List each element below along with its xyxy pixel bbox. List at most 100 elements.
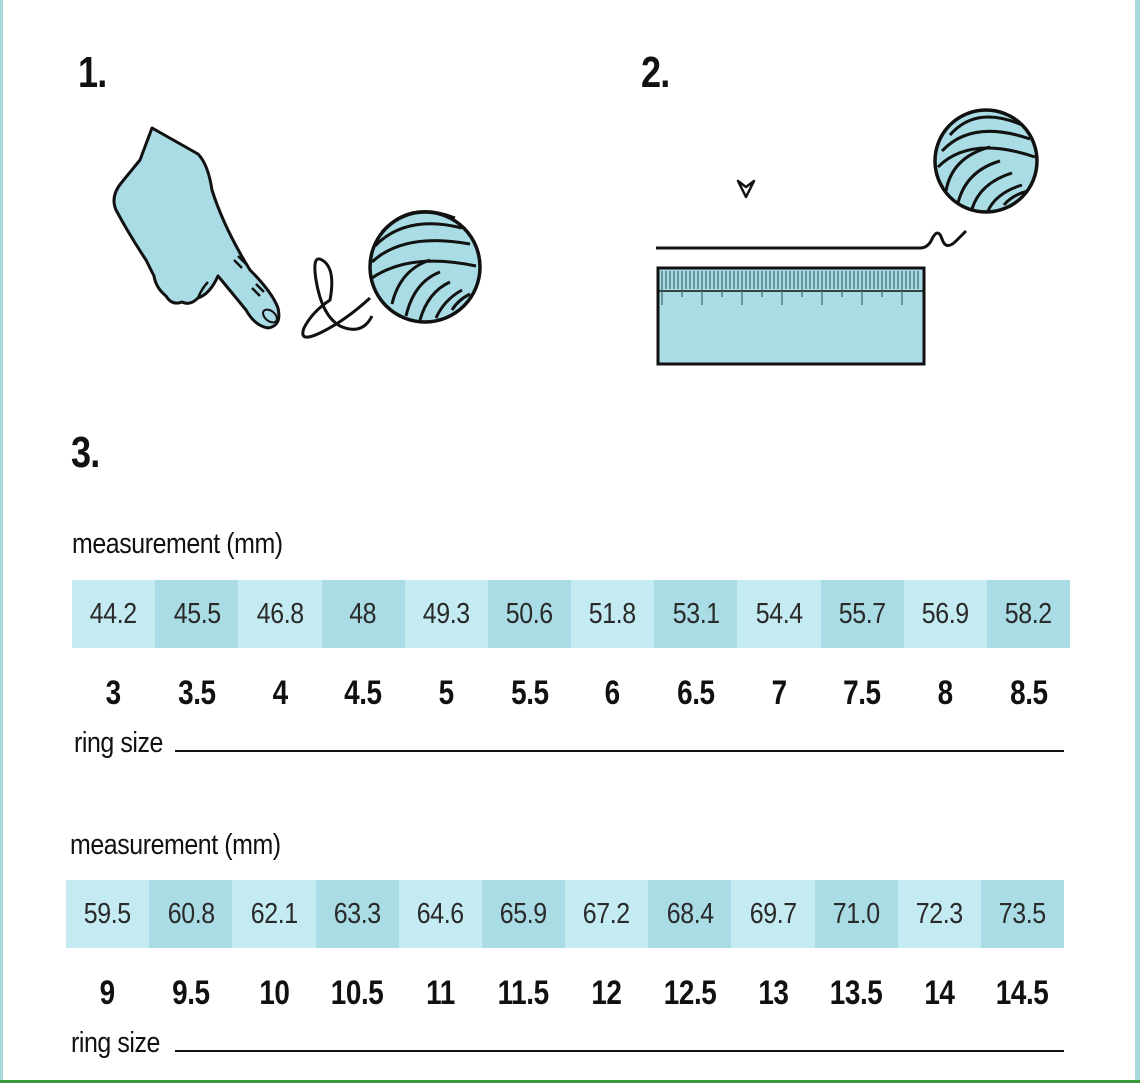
ring-size-cell: 9 — [66, 968, 149, 1018]
measurement-value: 48 — [349, 597, 377, 630]
measurement-cell: 46.8 — [238, 580, 322, 648]
measurement-cell: 58.2 — [986, 580, 1071, 648]
measurement-cell: 60.8 — [149, 880, 233, 948]
measurement-value: 71.0 — [832, 897, 880, 930]
ring-size-cell: 4 — [238, 668, 321, 718]
measurement-value: 63.3 — [333, 897, 381, 930]
ring-size-value: 8 — [937, 673, 954, 712]
ring-size-value: 3 — [106, 673, 122, 712]
measurement-value: 59.5 — [84, 897, 132, 930]
step-3-number: 3. — [71, 428, 100, 477]
ring-size-value: 5 — [438, 673, 455, 712]
measurement-cell: 63.3 — [315, 880, 399, 948]
ring-size-cell: 10.5 — [316, 968, 399, 1018]
ring-size-value: 13.5 — [829, 973, 883, 1012]
measurement-value: 67.2 — [583, 897, 631, 930]
ring-size-cell: 6.5 — [654, 668, 737, 718]
measurement-cell: 51.8 — [571, 580, 655, 648]
measurement-value: 72.3 — [915, 897, 963, 930]
ring-size-value: 7 — [771, 673, 787, 712]
step-2-illustration — [650, 65, 1050, 375]
ring-size-rule — [175, 1050, 1064, 1052]
yarn-string — [301, 257, 374, 339]
step-1-illustration — [100, 120, 490, 370]
ring-size-value: 9.5 — [171, 973, 210, 1012]
pointing-hand-icon — [112, 126, 281, 330]
measurement-value: 56.9 — [921, 597, 969, 630]
measurement-cell: 73.5 — [980, 880, 1065, 948]
ring-size-value: 11.5 — [497, 973, 550, 1012]
ring-size-cell: 11 — [399, 968, 482, 1018]
ring-size-row: 9 9.5 10 10.5 11 11.5 12 12.5 13 13.5 14 14.5 — [66, 968, 1064, 1018]
ring-size-cell: 14.5 — [981, 968, 1064, 1018]
ring-size-value: 5.5 — [510, 673, 549, 712]
ring-size-value: 8.5 — [1009, 673, 1048, 712]
measurement-cell: 59.5 — [66, 880, 150, 948]
measurement-value: 68.4 — [666, 897, 714, 930]
ring-size-cell: 10 — [232, 968, 315, 1018]
measurement-value: 44.2 — [90, 597, 138, 630]
measurement-value: 51.8 — [589, 597, 637, 630]
ring-size-cell: 3 — [72, 668, 155, 718]
measurement-cell: 64.6 — [398, 880, 482, 948]
measurement-value: 54.4 — [755, 597, 803, 630]
ring-size-cell: 7 — [737, 668, 820, 718]
ring-size-value: 4 — [272, 673, 288, 712]
ring-size-label: ring size — [74, 727, 164, 759]
ring-size-cell: 5 — [405, 668, 488, 718]
ring-size-cell: 12 — [565, 968, 648, 1018]
ring-size-cell: 8.5 — [987, 668, 1070, 718]
ring-size-value: 12 — [591, 973, 623, 1012]
ring-size-value: 7.5 — [843, 673, 881, 712]
yarn-ball-icon — [933, 108, 1039, 214]
ring-size-cell: 8 — [904, 668, 987, 718]
ring-size-cell: 14 — [898, 968, 981, 1018]
ring-size-value: 4.5 — [344, 673, 382, 712]
measurement-value: 58.2 — [1005, 597, 1052, 630]
ruler-icon — [656, 266, 926, 366]
ring-size-cell: 6 — [571, 668, 654, 718]
yarn-ball-icon — [368, 210, 482, 324]
measurement-cell: 55.7 — [820, 580, 904, 648]
ring-size-rule — [175, 750, 1064, 752]
ring-size-value: 11 — [425, 973, 455, 1012]
measurement-value: 46.8 — [256, 597, 304, 630]
ring-size-cell: 9.5 — [149, 968, 232, 1018]
ring-size-value: 3.5 — [177, 673, 216, 712]
ring-size-cell: 13 — [731, 968, 814, 1018]
ring-size-cell: 11.5 — [482, 968, 565, 1018]
frame-border-left — [0, 0, 3, 1083]
ring-size-value: 13 — [757, 973, 789, 1012]
measurement-cell: 45.5 — [155, 580, 239, 648]
ring-size-cell: 5.5 — [488, 668, 571, 718]
ring-size-row: 3 3.5 4 4.5 5 5.5 6 6.5 7 7.5 8 8.5 — [72, 668, 1070, 718]
measurement-cell: 56.9 — [903, 580, 987, 648]
measurement-label: measurement (mm) — [70, 829, 281, 861]
ring-size-value: 14 — [924, 973, 955, 1012]
ring-size-value: 14.5 — [996, 973, 1049, 1012]
measurement-value: 69.7 — [749, 897, 797, 930]
ring-size-value: 9 — [100, 973, 116, 1012]
arrow-marker-icon — [736, 179, 756, 199]
string-line-icon — [656, 229, 968, 250]
ring-size-value: 12.5 — [663, 973, 717, 1012]
ring-size-cell: 12.5 — [648, 968, 731, 1018]
measurement-value: 50.6 — [506, 597, 553, 630]
measurement-cell: 48 — [321, 580, 405, 648]
step-1-number: 1. — [78, 48, 107, 97]
ring-size-value: 10 — [258, 973, 290, 1012]
measurement-row: 44.2 45.5 46.8 48 49.3 50.6 51.8 53.1 54.4 55.7 56… — [72, 580, 1071, 648]
step-2-number: 2. — [641, 48, 670, 97]
measurement-cell: 49.3 — [404, 580, 488, 648]
measurement-value: 65.9 — [500, 897, 547, 930]
measurement-cell: 54.4 — [737, 580, 821, 648]
frame-border-right — [1135, 0, 1140, 1083]
measurement-value: 62.1 — [250, 897, 298, 930]
ring-size-cell: 4.5 — [322, 668, 405, 718]
measurement-value: 53.1 — [672, 597, 720, 630]
ring-size-value: 6 — [605, 673, 621, 712]
measurement-cell: 53.1 — [654, 580, 738, 648]
ring-size-cell: 3.5 — [155, 668, 238, 718]
measurement-cell: 50.6 — [487, 580, 572, 648]
ring-size-cell: 13.5 — [815, 968, 898, 1018]
